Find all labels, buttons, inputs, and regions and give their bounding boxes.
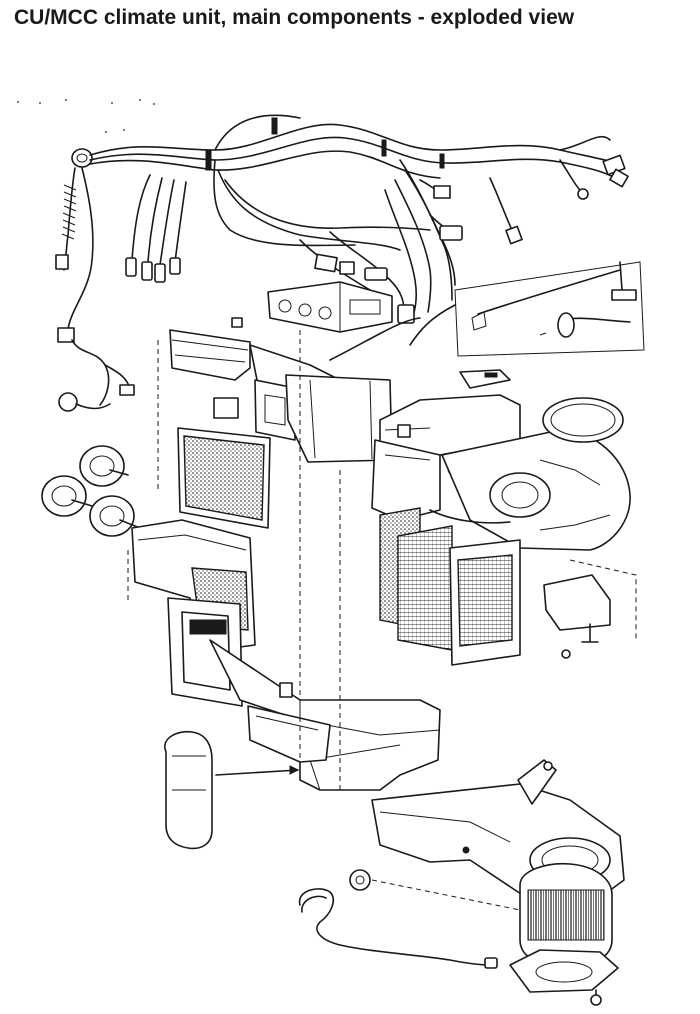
duct-outlet-piece	[247, 705, 331, 763]
cabin-filter	[177, 427, 271, 529]
servo-motor-1	[79, 445, 129, 487]
blower-fan-motor	[509, 862, 619, 1006]
servo-motor-2	[41, 475, 93, 517]
scan-specks	[17, 99, 155, 133]
control-cable-detail-inset	[454, 261, 645, 357]
small-top-bracket	[459, 369, 511, 389]
leader-line-panel	[329, 317, 421, 361]
flap-motor-bracket	[213, 397, 239, 419]
wiring-harness	[55, 114, 629, 412]
blower-wiring-lead	[298, 888, 498, 969]
blower-motor-resistor	[349, 869, 521, 911]
evaporator-core	[379, 507, 521, 666]
leader-line-evaporator	[429, 509, 511, 524]
leader-line-inset	[409, 304, 456, 346]
diagram-title: CU/MCC climate unit, main components - e…	[14, 6, 575, 29]
cover-plate	[543, 559, 637, 659]
sensor-housing	[164, 730, 300, 850]
heater-core-frame	[167, 597, 243, 707]
blower-scroll-housing	[441, 429, 631, 551]
control-panel-module	[267, 281, 393, 333]
floor-duct-tray	[209, 639, 441, 791]
main-evaporator-housing	[371, 394, 521, 521]
seal-ring	[542, 397, 624, 443]
